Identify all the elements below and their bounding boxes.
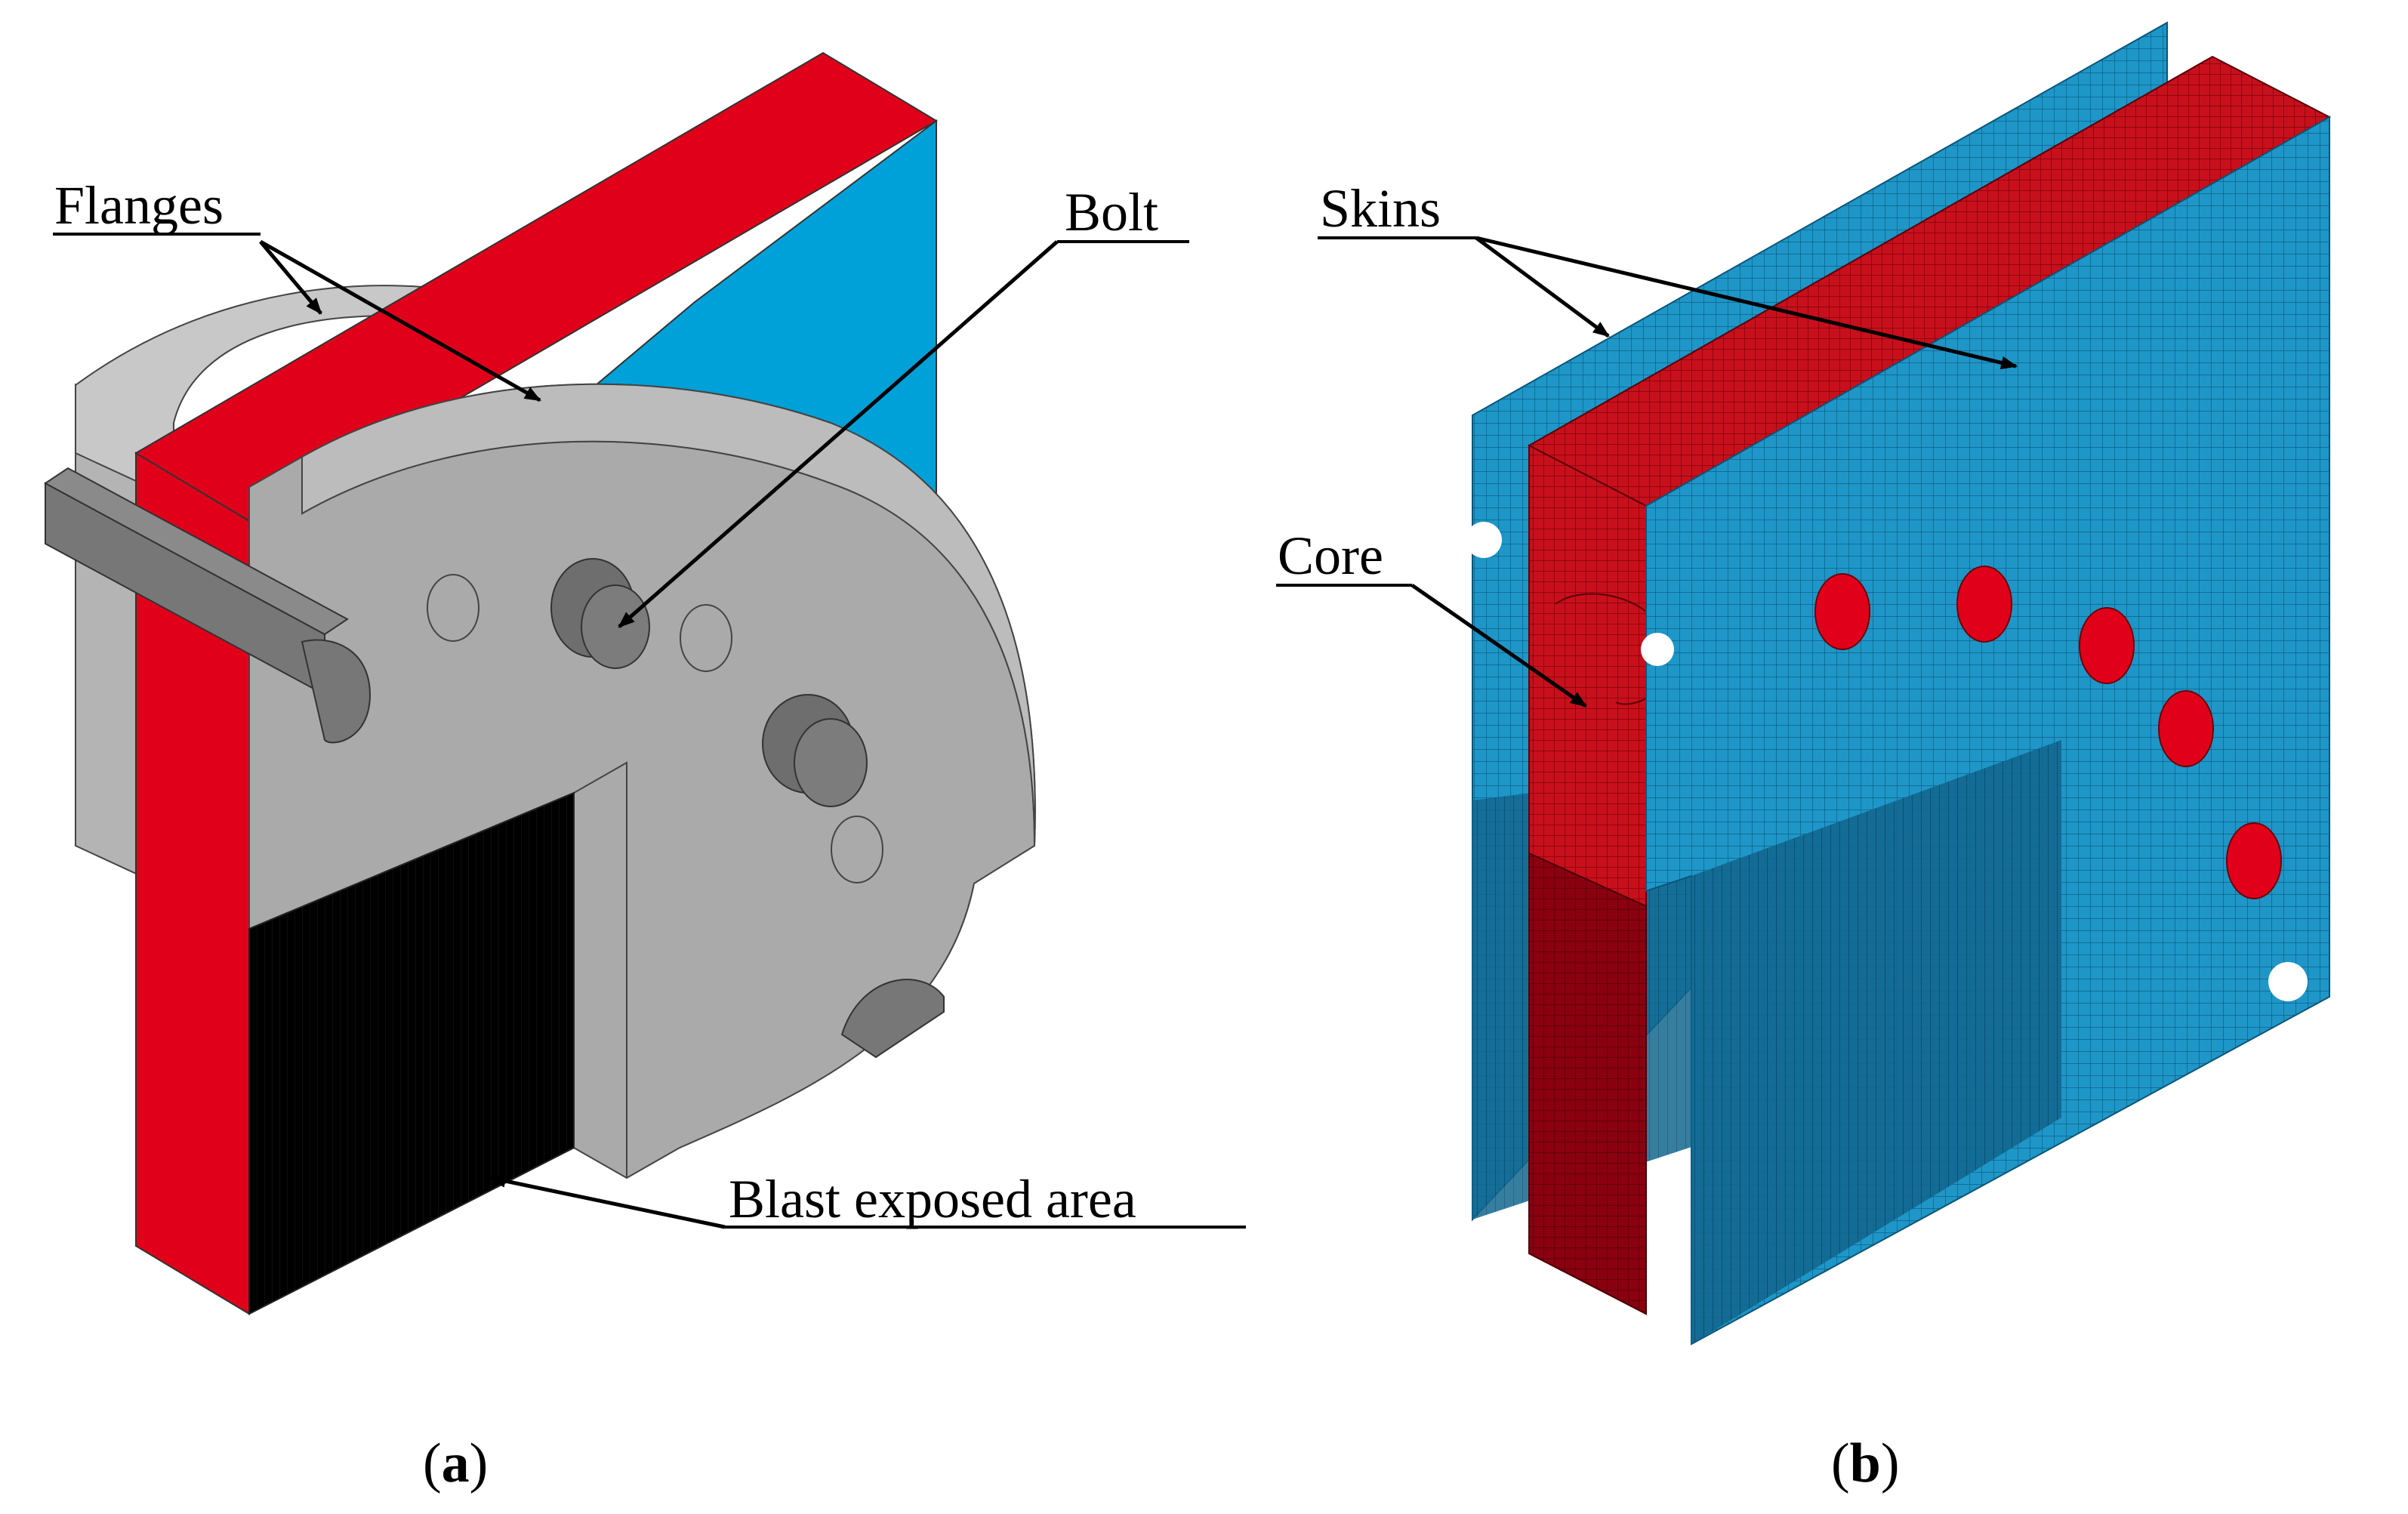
- label-flanges: Flanges: [54, 175, 224, 236]
- arrow-flanges-2: [259, 239, 541, 402]
- label-core: Core: [1278, 526, 1383, 586]
- bolt-bottom: [840, 979, 945, 1059]
- panel-b: Skins Core: [1276, 21, 2332, 1346]
- core-mesh: [1527, 55, 2332, 1315]
- bolt-top: [550, 558, 650, 669]
- label-skins: Skins: [1320, 178, 1441, 239]
- bolt-left: [44, 467, 372, 744]
- bolt-holes: [1814, 566, 2282, 899]
- core-bar: [134, 51, 938, 1315]
- front-flange: [248, 383, 1036, 1179]
- arrow-bolt: [618, 240, 1059, 628]
- label-bolt: Bolt: [1065, 182, 1158, 242]
- arrow-core: [1411, 583, 1587, 708]
- label-blast-area: Blast exposed area: [729, 1169, 1136, 1229]
- caption-b: (b): [1831, 1432, 1899, 1494]
- arrow-skins-1: [1475, 236, 1610, 338]
- arrow-flanges-1: [259, 240, 322, 315]
- arrow-skins-2: [1475, 236, 2018, 369]
- skin-front: [1466, 116, 2330, 1346]
- bolt-mid: [762, 694, 868, 807]
- caption-a: (a): [423, 1432, 488, 1494]
- panel-a: Flanges Bolt Blast exposed area: [44, 51, 1246, 1315]
- arrow-blast-area: [489, 1174, 726, 1229]
